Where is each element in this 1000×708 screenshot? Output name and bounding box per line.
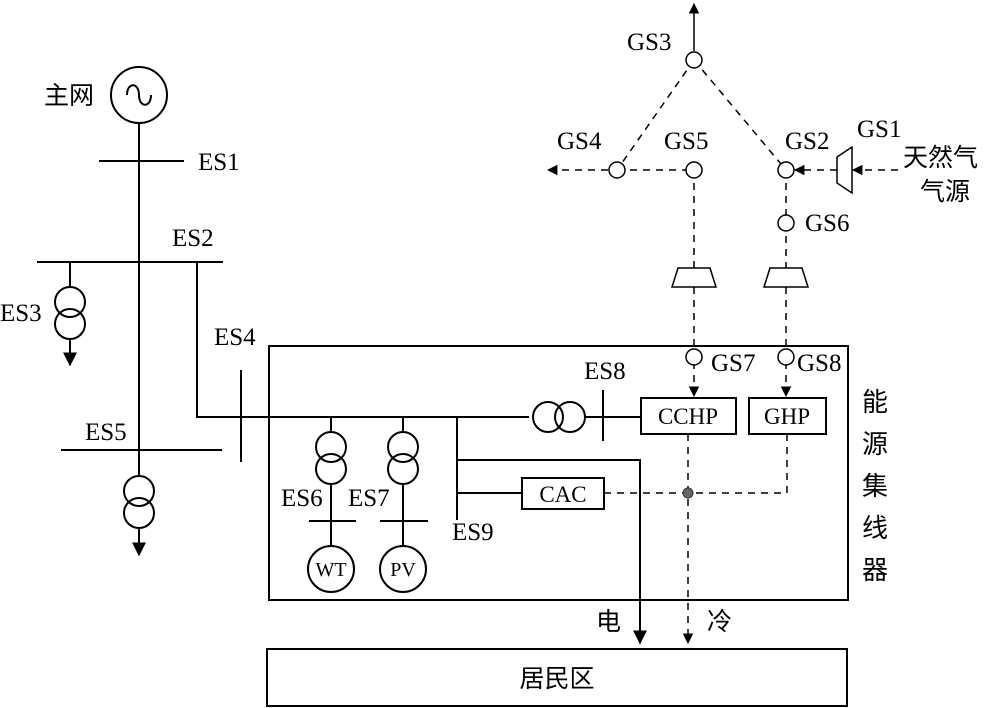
cac-label: CAC [539, 482, 586, 507]
es4-label: ES4 [214, 324, 256, 351]
svg-text:源: 源 [862, 430, 888, 460]
cooling-junction [682, 487, 694, 499]
energy-hub-label: 能 源 集 线 器 [862, 388, 888, 586]
electricity-label: 电 [596, 607, 621, 636]
cac-unit: CAC [521, 477, 605, 510]
gas-network: GS3 GS4 GS5 GS2 GS1 GS6 GS7 GS8 天然气 气源 [546, 2, 978, 398]
electrical-network: 主网 ES1 ES2 ES3 ES5 ES4 [0, 66, 529, 557]
ghp-label: GHP [764, 404, 810, 429]
ghp-unit: GHP [748, 397, 827, 435]
compressor-gs5-icon [670, 267, 718, 288]
gas-source-label-line1: 天然气 [903, 143, 978, 172]
residential-area: 居民区 [266, 648, 848, 707]
cchp-unit: CCHP [640, 397, 737, 435]
svg-text:能: 能 [862, 388, 888, 418]
ghp-cooling-line [688, 434, 788, 494]
gs4-label: GS4 [557, 128, 602, 155]
energy-hub: ES6 WT ES7 PV ES9 ES8 [268, 345, 888, 645]
es7-label: ES7 [348, 485, 390, 512]
gs6-node [777, 214, 795, 232]
wind-turbine-icon: WT [307, 545, 355, 593]
gs3-node [685, 51, 703, 69]
es8-label: ES8 [584, 358, 626, 385]
es7-transformer-icon [387, 431, 419, 485]
gs4-node [608, 161, 626, 179]
main-grid-label: 主网 [44, 81, 94, 110]
es3-transformer-icon [54, 286, 86, 340]
photovoltaic-icon: PV [379, 545, 427, 593]
es5-label: ES5 [85, 419, 127, 446]
gs5-label: GS5 [664, 128, 708, 155]
compressor-gs1-icon [836, 145, 853, 195]
es6-transformer-icon [315, 431, 347, 485]
svg-text:线: 线 [862, 514, 888, 544]
wt-label: WT [315, 559, 346, 581]
es1-label: ES1 [198, 149, 240, 176]
es9-label: ES9 [452, 519, 494, 546]
es5-transformer-icon [123, 475, 155, 529]
es6-label: ES6 [281, 485, 323, 512]
electricity-supply-line [457, 459, 647, 645]
energy-hub-frame [268, 345, 849, 601]
gs3-label: GS3 [627, 29, 671, 56]
pv-label: PV [390, 559, 416, 581]
es3-label: ES3 [0, 300, 42, 327]
gs7-label: GS7 [711, 350, 755, 377]
gs1-label: GS1 [857, 116, 901, 143]
cooling-label: 冷 [707, 607, 732, 636]
es2-label: ES2 [172, 225, 214, 252]
residential-area-label: 居民区 [519, 664, 594, 693]
hub-feeder-line [196, 262, 529, 418]
main-grid-generator-icon [110, 66, 168, 124]
gs2-label: GS2 [785, 128, 829, 155]
hub-transformer-icon [532, 401, 586, 433]
gs5-node [685, 161, 703, 179]
svg-text:器: 器 [862, 556, 888, 586]
gs8-node [777, 348, 795, 366]
residential-area-box [266, 648, 848, 707]
gs8-label: GS8 [797, 350, 841, 377]
cchp-label: CCHP [658, 404, 718, 429]
gas-source-label-line2: 气源 [920, 177, 970, 206]
gs2-node [777, 161, 795, 179]
svg-text:集: 集 [862, 472, 888, 502]
gs6-label: GS6 [805, 210, 849, 237]
gs7-node [685, 348, 703, 366]
compressor-gs6-icon [762, 267, 810, 288]
